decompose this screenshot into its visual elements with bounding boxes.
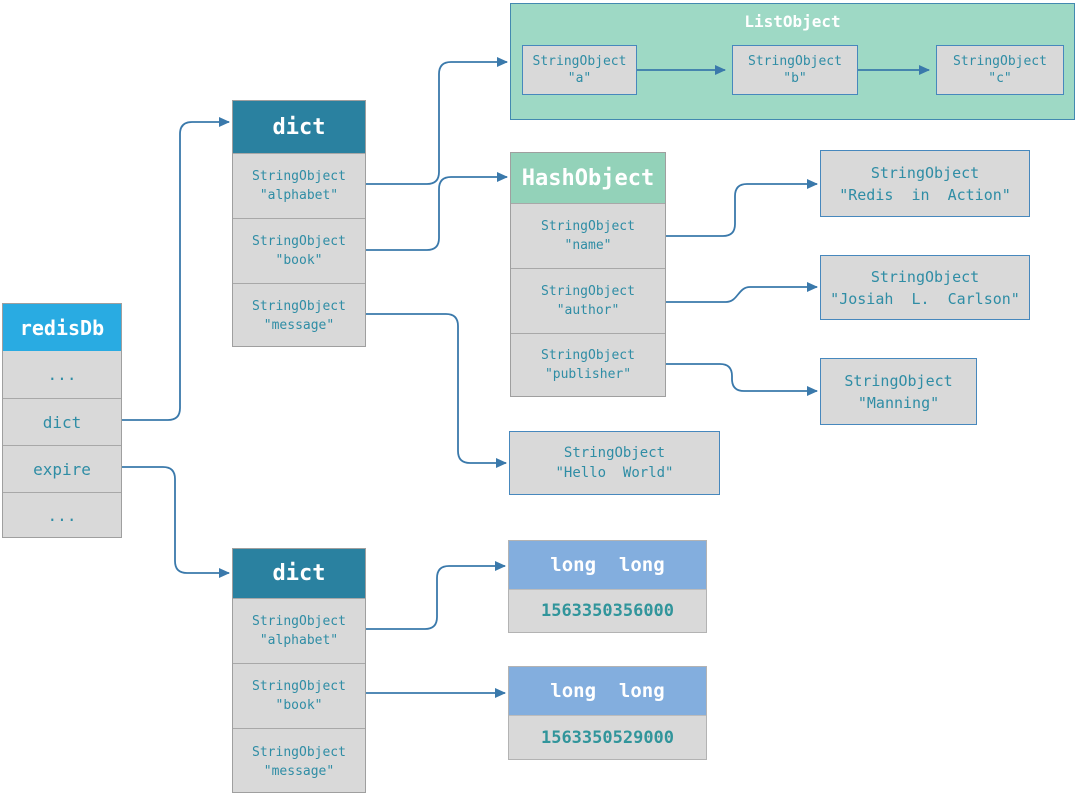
long-long-1-title: long long bbox=[509, 541, 706, 589]
cell-value: "alphabet" bbox=[259, 188, 339, 203]
cell-value: "author" bbox=[556, 303, 620, 318]
list-item-b-type: StringObject bbox=[748, 54, 842, 69]
wire-publisher-to-manning bbox=[666, 363, 818, 396]
redisdb-table: redisDb ... dict expire ... bbox=[2, 303, 122, 538]
hash-cell-name: StringObject "name" bbox=[511, 203, 665, 268]
string-box-value: "Redis in Action" bbox=[839, 185, 1011, 204]
list-item-c-type: StringObject bbox=[953, 54, 1047, 69]
wire-alphabet-to-listobject bbox=[366, 57, 508, 185]
wire-alphabet-to-long1 bbox=[366, 561, 506, 630]
list-item-c: StringObject "c" bbox=[936, 45, 1064, 95]
dict-bottom-cell-alphabet: StringObject "alphabet" bbox=[233, 598, 365, 663]
hash-object-table: HashObject StringObject "name" StringObj… bbox=[510, 152, 666, 397]
dict-bottom-cell-message: StringObject "message" bbox=[233, 728, 365, 793]
dict-top-cell-book: StringObject "book" bbox=[233, 218, 365, 283]
wire-author-to-josiah bbox=[666, 282, 818, 303]
list-item-b-value: "b" bbox=[783, 71, 807, 86]
string-box-type: StringObject bbox=[870, 267, 980, 286]
list-object-title: ListObject bbox=[744, 12, 841, 31]
long-long-1-value: 1563350356000 bbox=[509, 589, 706, 632]
wire-message-to-helloworld bbox=[366, 313, 507, 468]
dict-top-title: dict bbox=[233, 101, 365, 153]
string-box-value: "Josiah L. Carlson" bbox=[830, 289, 1020, 308]
redisdb-row-ellipsis-top: ... bbox=[47, 365, 77, 384]
cell-value: "publisher" bbox=[544, 367, 632, 382]
cell-value: "message" bbox=[263, 317, 335, 333]
string-box-josiah: StringObject "Josiah L. Carlson" bbox=[820, 255, 1030, 320]
dict-top-cell-alphabet: StringObject "alphabet" bbox=[233, 153, 365, 218]
dict-top-cell-message: StringObject "message" bbox=[233, 283, 365, 347]
cell-type: StringObject bbox=[541, 284, 635, 299]
redisdb-row-dict: dict bbox=[3, 398, 121, 445]
list-item-a: StringObject "a" bbox=[522, 45, 637, 95]
long-long-2-value: 1563350529000 bbox=[509, 715, 706, 759]
list-item-b: StringObject "b" bbox=[732, 45, 858, 95]
cell-type: StringObject bbox=[252, 744, 346, 760]
long-long-box-1: long long 1563350356000 bbox=[508, 540, 707, 633]
string-box-type: StringObject bbox=[870, 163, 980, 182]
cell-value: "book" bbox=[275, 698, 323, 713]
dict-bottom-table: dict StringObject "alphabet" StringObjec… bbox=[232, 548, 366, 793]
wire-redisdb-expire-to-dict bbox=[122, 466, 230, 578]
redisdb-row-ellipsis-bottom: ... bbox=[3, 492, 121, 538]
cell-type: StringObject bbox=[252, 234, 346, 249]
cell-type: StringObject bbox=[541, 348, 635, 363]
dict-top-table: dict StringObject "alphabet" StringObjec… bbox=[232, 100, 366, 347]
cell-type: StringObject bbox=[252, 614, 346, 629]
cell-value: "book" bbox=[275, 253, 323, 268]
list-item-c-value: "c" bbox=[988, 71, 1012, 86]
redisdb-title: redisDb bbox=[3, 304, 121, 351]
wire-redisdb-dict-to-dict bbox=[122, 117, 230, 421]
cell-value: "name" bbox=[564, 238, 612, 253]
long-long-2-title: long long bbox=[509, 667, 706, 715]
dict-bottom-title: dict bbox=[233, 549, 365, 598]
cell-type: StringObject bbox=[541, 219, 635, 234]
cell-type: StringObject bbox=[252, 169, 346, 184]
string-box-type: StringObject bbox=[844, 371, 953, 390]
hash-object-title: HashObject bbox=[511, 153, 665, 203]
hash-cell-publisher: StringObject "publisher" bbox=[511, 333, 665, 396]
cell-type: StringObject bbox=[252, 298, 346, 314]
string-box-value: "Hello World" bbox=[555, 465, 674, 481]
string-box-value: "Manning" bbox=[857, 393, 940, 412]
redisdb-row-expire: expire bbox=[3, 445, 121, 492]
list-item-a-type: StringObject bbox=[532, 54, 627, 69]
wire-book-to-hashobject bbox=[366, 172, 508, 251]
long-long-box-2: long long 1563350529000 bbox=[508, 666, 707, 760]
cell-value: "alphabet" bbox=[259, 633, 339, 648]
string-box-redis-in-action: StringObject "Redis in Action" bbox=[820, 150, 1030, 217]
list-item-a-value: "a" bbox=[567, 71, 592, 86]
string-box-manning: StringObject "Manning" bbox=[820, 358, 977, 425]
string-box-hello-world: StringObject "Hello World" bbox=[509, 431, 720, 495]
hash-cell-author: StringObject "author" bbox=[511, 268, 665, 333]
dict-bottom-cell-book: StringObject "book" bbox=[233, 663, 365, 728]
cell-value: "message" bbox=[263, 763, 335, 779]
wire-name-to-redisinaction bbox=[666, 179, 818, 237]
cell-type: StringObject bbox=[252, 679, 346, 694]
string-box-type: StringObject bbox=[563, 445, 666, 461]
